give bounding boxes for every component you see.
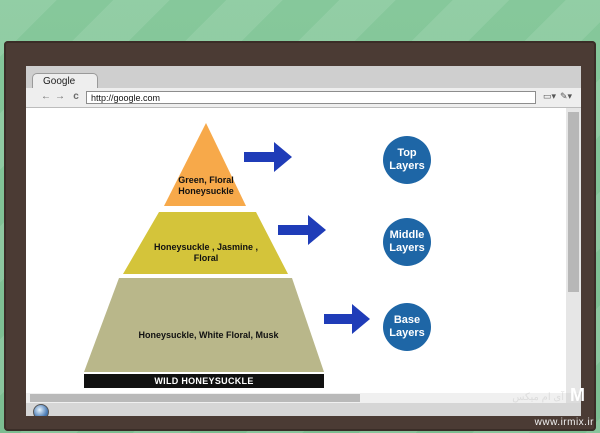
back-button[interactable]: ← (41, 91, 51, 102)
address-bar[interactable]: http://google.com (86, 91, 536, 104)
pyramid-base-tier (84, 278, 324, 372)
taskbar (26, 403, 581, 416)
browser-window: Google ← → c http://google.com ▭▾ ✎▾ (26, 66, 581, 416)
pyramid-base-label: Honeysuckle, White Floral, Musk (138, 330, 279, 340)
pyramid-foundation: WILD HONEYSUCKLE (84, 374, 324, 388)
arrow-middle (278, 215, 326, 245)
pyramid-middle-label: Honeysuckle , Jasmine , Floral (153, 242, 259, 263)
vertical-scroll-thumb[interactable] (568, 112, 579, 292)
pyramid-middle-tier (123, 212, 288, 274)
reload-button[interactable]: c (73, 91, 79, 102)
pyramid-diagram (84, 123, 370, 372)
tab-bar: Google (26, 66, 581, 88)
irmix-logo-icon: M (570, 385, 585, 405)
browser-toolbar: ← → c http://google.com ▭▾ ✎▾ (26, 88, 581, 108)
vertical-scrollbar[interactable] (566, 108, 581, 393)
horizontal-scrollbar[interactable] (26, 393, 566, 403)
arrow-top (244, 142, 292, 172)
forward-button[interactable]: → (55, 91, 65, 102)
page-icon[interactable]: ▭▾ (543, 91, 557, 101)
horizontal-scroll-thumb[interactable] (30, 394, 360, 402)
watermark-brand: آی ام میکس (512, 392, 564, 403)
monitor-frame: Google ← → c http://google.com ▭▾ ✎▾ (4, 41, 596, 431)
pyramid-top-tier (164, 123, 246, 206)
browser-tab[interactable]: Google (32, 73, 98, 88)
wrench-icon[interactable]: ✎▾ (560, 91, 573, 101)
arrows (244, 142, 370, 334)
pyramid-top-label: Green, Floral Honeysuckle (178, 175, 234, 196)
page-content: Green, Floral Honeysuckle Honeysuckle , … (26, 108, 566, 393)
watermark-site: www.irmix.ir (534, 417, 594, 428)
start-button-icon[interactable] (33, 404, 49, 416)
arrow-base (324, 304, 370, 334)
